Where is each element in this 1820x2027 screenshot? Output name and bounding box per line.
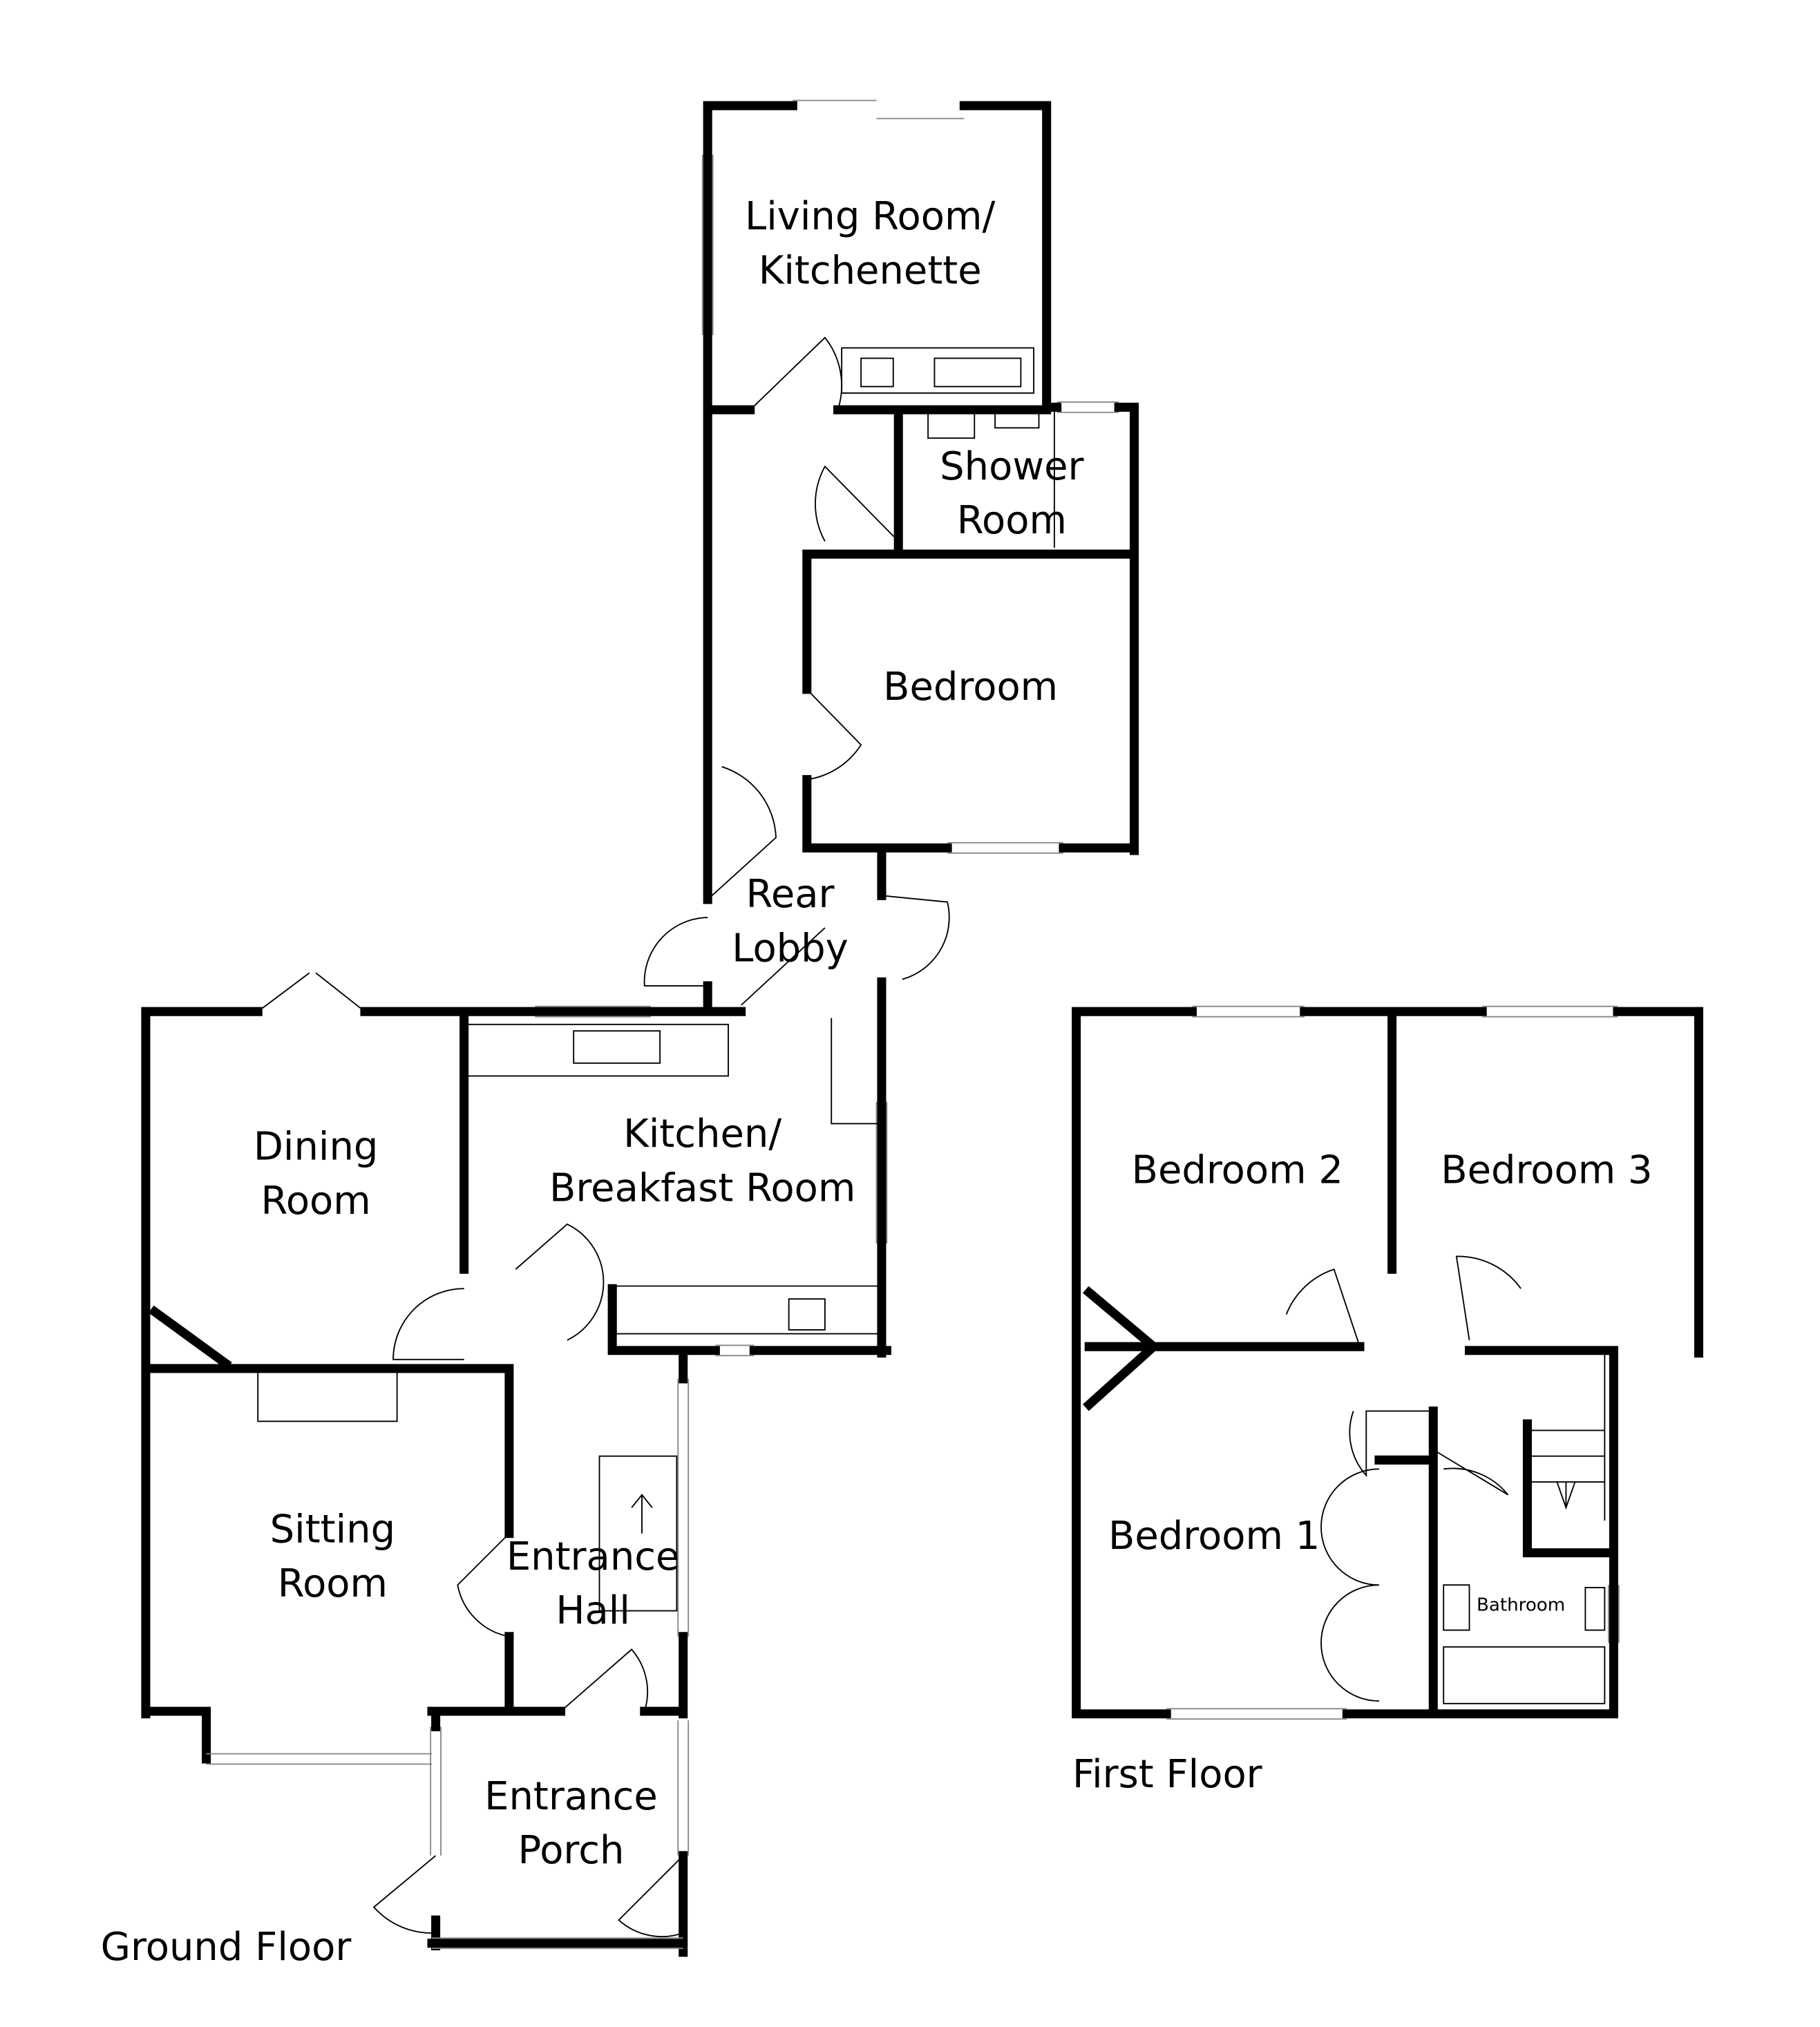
room-label-kitchen-2: Breakfast Room <box>549 1165 855 1210</box>
room-label-bedroom1: Bedroom 1 <box>1108 1514 1320 1559</box>
room-label-sitting-2: Room <box>278 1561 388 1606</box>
window <box>206 1005 888 1950</box>
floor-label-first: First Floor <box>1072 1752 1262 1797</box>
room-label-bedroom2: Bedroom 2 <box>1132 1148 1343 1192</box>
door-swing <box>257 336 950 1938</box>
ground-floor-plan <box>141 99 1139 1957</box>
room-label-rear-lobby-2: Lobby <box>732 926 849 971</box>
room-label-dining-2: Room <box>260 1179 370 1224</box>
room-label-living: Living Room/ <box>745 194 995 239</box>
wall <box>1072 1007 1704 1719</box>
floor-label-ground: Ground Floor <box>101 1925 352 1970</box>
room-label-sitting: Sitting <box>270 1507 395 1552</box>
kitchen-units <box>257 347 1055 1612</box>
wall <box>141 1007 891 1957</box>
wall <box>703 101 1139 1358</box>
room-label-rear-lobby: Rear <box>746 872 835 917</box>
room-label-dining: Dining <box>254 1125 379 1170</box>
door-swing <box>1285 1255 1606 1704</box>
room-label-hall: Entrance <box>506 1534 680 1579</box>
room-label-bedroom: Bedroom <box>883 665 1058 710</box>
room-label-porch: Entrance <box>484 1774 658 1819</box>
room-label-living-2: Kitchenette <box>759 248 982 293</box>
room-label-shower-2: Room <box>957 498 1067 543</box>
room-label-hall-2: Hall <box>556 1588 629 1633</box>
room-label-porch-2: Porch <box>518 1828 624 1873</box>
room-label-bedroom3: Bedroom 3 <box>1441 1148 1652 1192</box>
room-label-bathroom: Bathroom <box>1477 1595 1565 1616</box>
first-floor-plan <box>1072 1005 1704 1720</box>
window <box>701 99 1119 854</box>
room-labels: Living Room/ Kitchenette Shower Room Bed… <box>101 194 1653 1970</box>
window <box>1166 1005 1620 1720</box>
room-label-kitchen: Kitchen/ <box>623 1112 781 1157</box>
room-label-shower: Shower <box>940 444 1083 489</box>
